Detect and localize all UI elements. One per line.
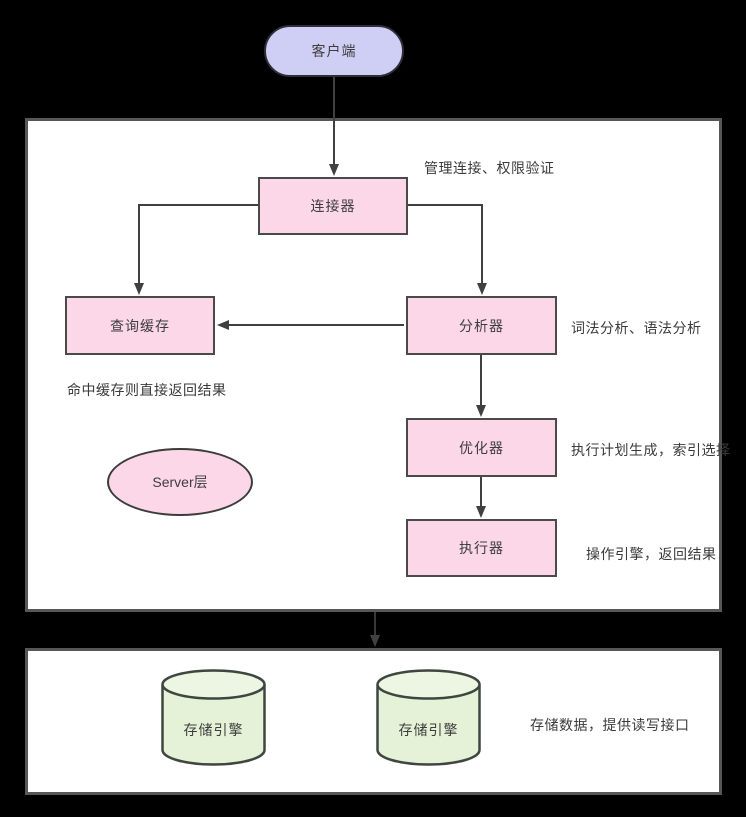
connector-node: 连接器 [258, 177, 408, 235]
query-cache-label: 查询缓存 [110, 317, 170, 334]
analyzer-label: 分析器 [459, 317, 504, 334]
executor-node: 执行器 [406, 519, 557, 577]
storage-engine-label: 存储引擎 [183, 722, 244, 738]
storage-engine-cylinder-1: 存储引擎 [160, 668, 267, 768]
optimizer-node: 优化器 [406, 418, 557, 477]
query-cache-note: 命中缓存则直接返回结果 [67, 382, 227, 398]
database-cylinder-icon [161, 669, 266, 766]
client-node: 客户端 [264, 25, 404, 77]
client-label: 客户端 [311, 43, 357, 59]
connector-label: 连接器 [310, 198, 356, 214]
executor-label: 执行器 [459, 540, 504, 556]
server-layer-label: Server层 [152, 474, 208, 490]
server-layer-ellipse: Server层 [107, 448, 253, 516]
storage-note: 存储数据，提供读写接口 [530, 717, 690, 733]
storage-engine-cylinder-2: 存储引擎 [375, 668, 482, 768]
storage-engine-label: 存储引擎 [398, 722, 459, 738]
database-cylinder-icon [376, 669, 481, 766]
optimizer-note: 执行计划生成，索引选择 [571, 442, 731, 458]
optimizer-label: 优化器 [459, 439, 504, 456]
query-cache-node: 查询缓存 [65, 296, 215, 355]
connector-note: 管理连接、权限验证 [424, 160, 555, 176]
storage-layer-panel [25, 648, 722, 795]
executor-note: 操作引擎，返回结果 [586, 546, 717, 562]
analyzer-note: 词法分析、语法分析 [571, 320, 702, 336]
analyzer-node: 分析器 [406, 296, 557, 355]
